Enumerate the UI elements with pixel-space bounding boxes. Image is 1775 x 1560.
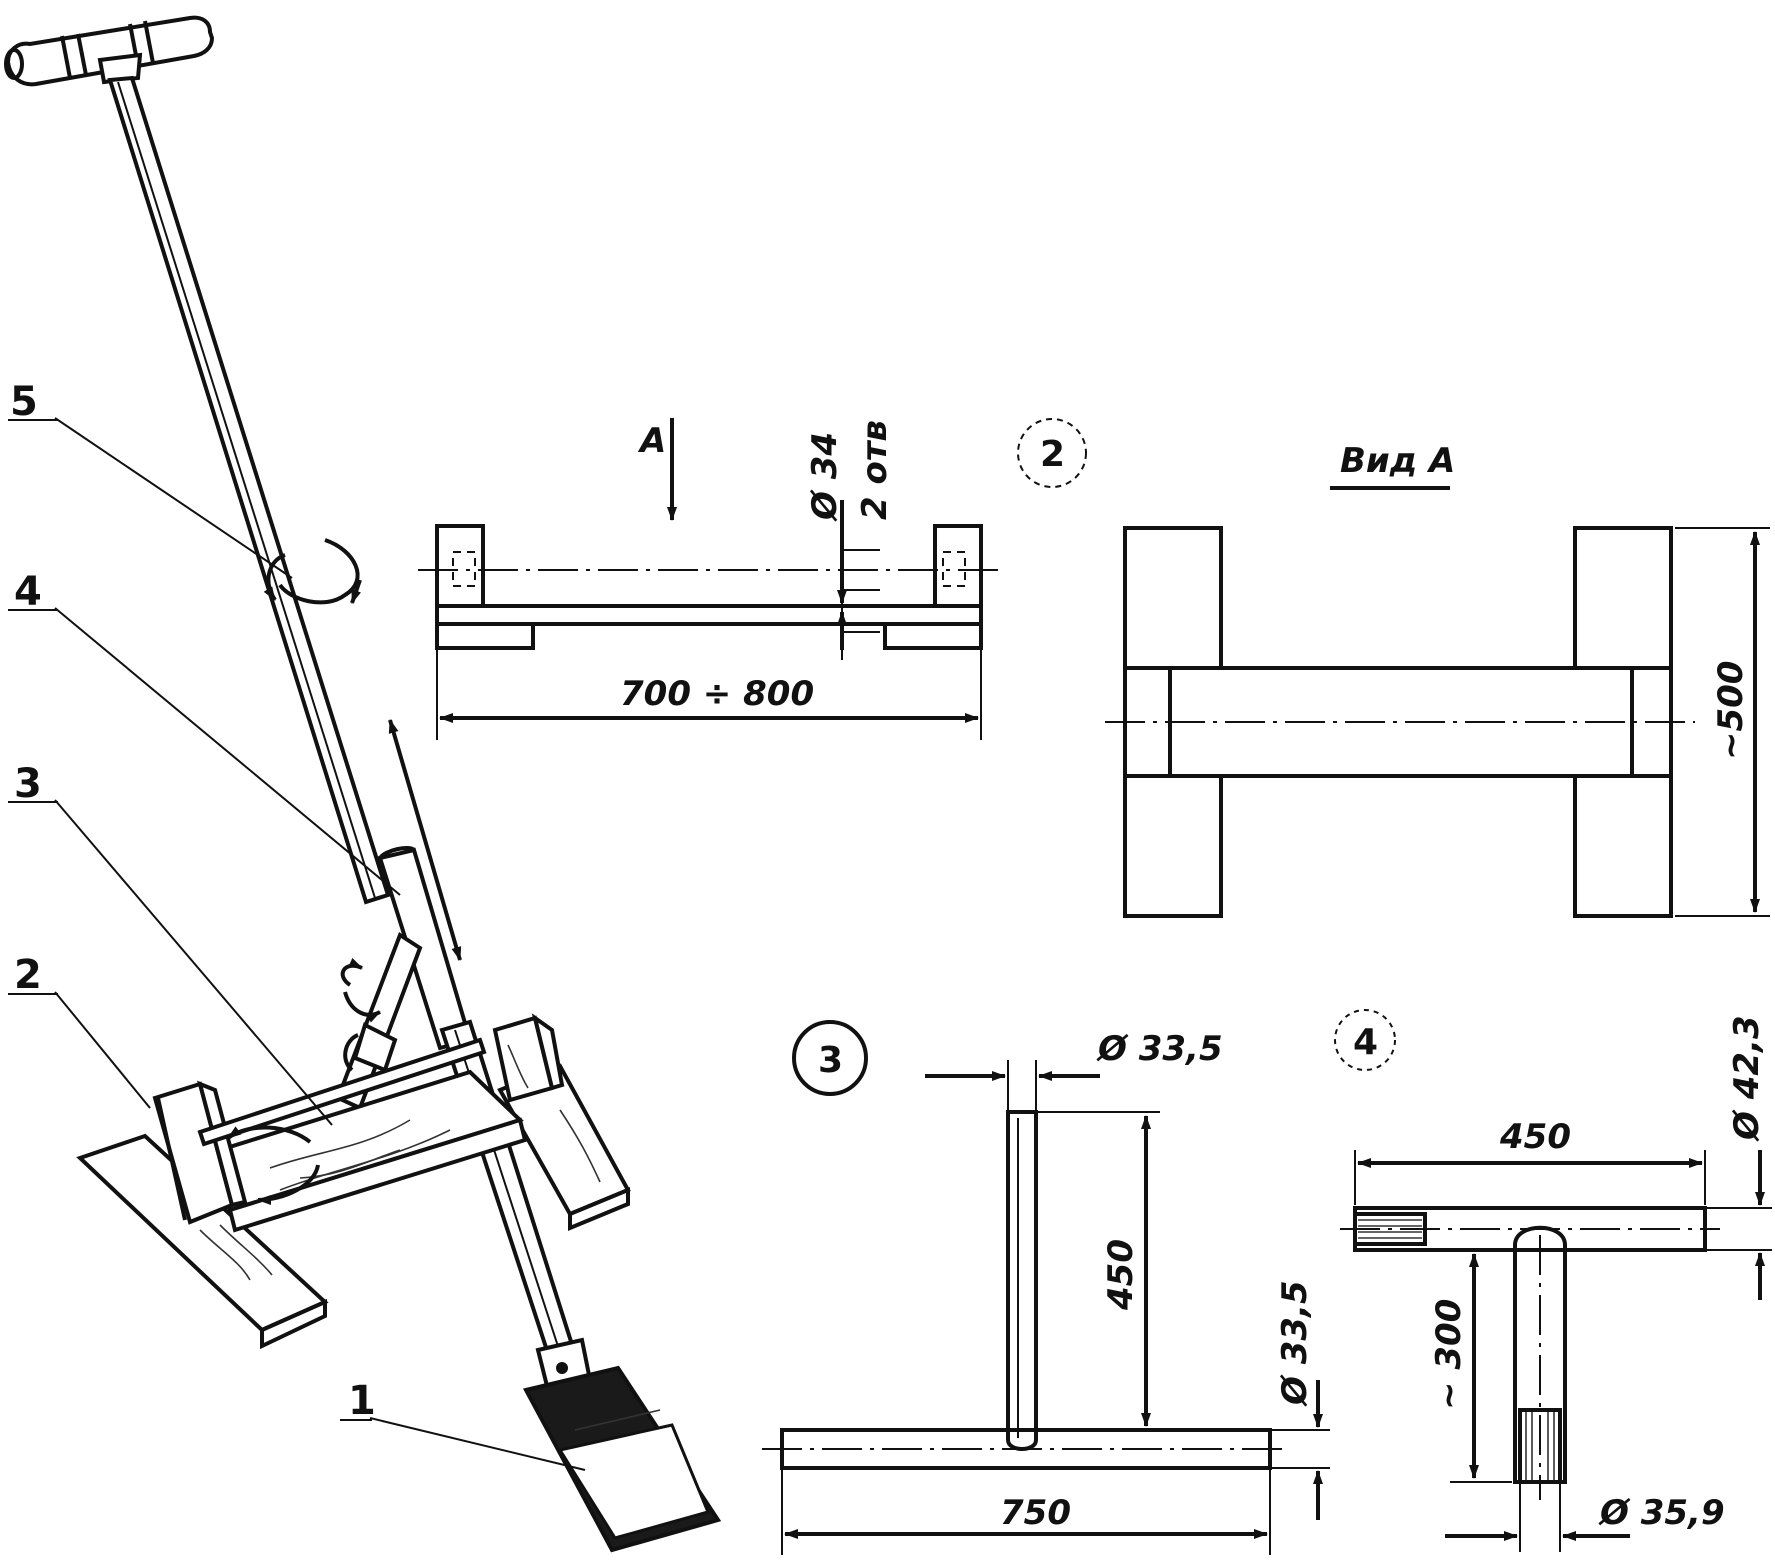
part3-top-dia-label: Ø 33,5 bbox=[1096, 1029, 1223, 1069]
part3-height-label: 450 bbox=[1101, 1239, 1141, 1311]
callout-2: 2 bbox=[14, 952, 42, 998]
view-a-height-label: ~500 bbox=[1711, 661, 1751, 760]
part3-side-dia-label: Ø 33,5 bbox=[1275, 1280, 1315, 1407]
part4-dia-label: Ø 42,3 bbox=[1727, 1015, 1767, 1142]
part3-drawing: 3 Ø 33,5 450 Ø 33,5 750 bbox=[762, 1020, 1330, 1555]
slide-arrow bbox=[388, 719, 462, 961]
callout-3: 3 bbox=[14, 761, 42, 807]
hole-diameter-label: Ø 34 bbox=[805, 432, 845, 522]
callout-1: 1 bbox=[348, 1378, 376, 1424]
detail-num-4: 4 bbox=[1353, 1022, 1378, 1063]
view-a: Вид А ~500 bbox=[1105, 441, 1770, 918]
hole-count-label: 2 отв bbox=[855, 420, 895, 520]
frame-length-label: 700 ÷ 800 bbox=[620, 674, 814, 714]
leader-line-1 bbox=[369, 1417, 586, 1471]
detail-circle-3 bbox=[792, 1020, 868, 1096]
part4-drawing: 4 450 Ø 42,3 ~ 300 Ø 35,9 bbox=[1334, 1009, 1772, 1552]
view-a-title: Вид А bbox=[1340, 441, 1455, 481]
leader-line-3 bbox=[54, 799, 333, 1126]
leader-line-4 bbox=[54, 607, 401, 896]
detail-circle-2 bbox=[1017, 418, 1087, 488]
assembly-perspective: 5 4 3 2 1 bbox=[4, 15, 722, 1553]
shovel-blade bbox=[523, 1365, 722, 1553]
part4-bottom-dia-label: Ø 35,9 bbox=[1598, 1493, 1725, 1533]
part4-leg-label: ~ 300 bbox=[1429, 1299, 1469, 1410]
detail-num-3: 3 bbox=[818, 1040, 843, 1081]
rotation-arrow-upper bbox=[263, 538, 362, 605]
rotation-arrow-strut bbox=[340, 957, 381, 1023]
callout-5: 5 bbox=[10, 379, 38, 425]
wooden-base-frame bbox=[76, 1013, 631, 1350]
leader-line-2 bbox=[54, 991, 151, 1109]
t-handle bbox=[4, 15, 215, 87]
upper-shaft-part5 bbox=[107, 75, 391, 905]
frame-side-view: A Ø 34 2 отв 700 ÷ 800 2 bbox=[418, 418, 1087, 740]
detail-num-2: 2 bbox=[1040, 434, 1065, 475]
view-arrow-label: A bbox=[637, 421, 666, 461]
part3-length-label: 750 bbox=[1000, 1493, 1071, 1533]
callout-4: 4 bbox=[14, 569, 42, 615]
detail-circle-4 bbox=[1334, 1009, 1396, 1071]
part4-length-label: 450 bbox=[1499, 1117, 1571, 1157]
leader-line-5 bbox=[54, 417, 293, 579]
